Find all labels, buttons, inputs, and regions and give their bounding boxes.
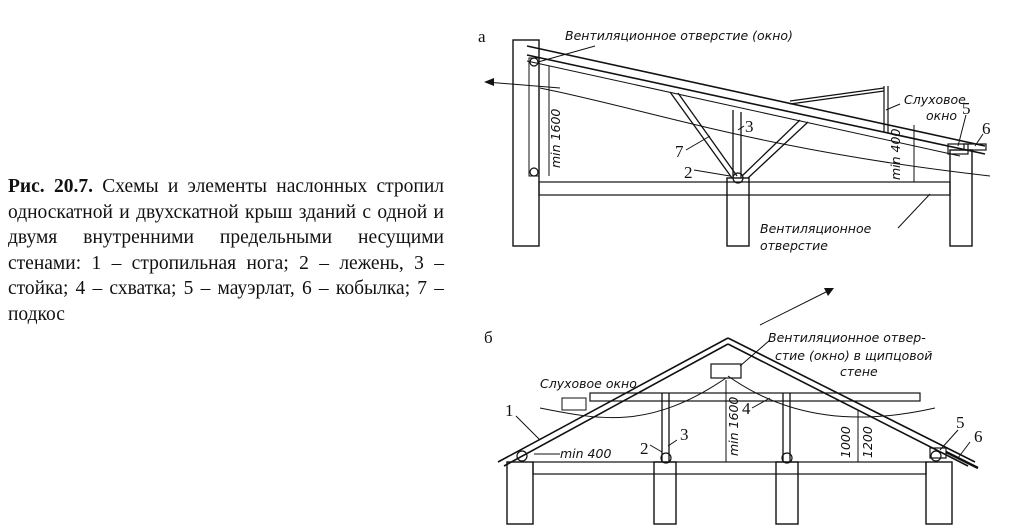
diagram-b: б min 1600 xyxy=(484,288,983,525)
num-5-b: 5 xyxy=(956,413,965,432)
label-dormer-a-line2: окно xyxy=(926,108,957,123)
collar-tie-b xyxy=(589,392,921,402)
air-flow-arrow-b xyxy=(759,289,831,326)
floor-beam-a xyxy=(538,181,951,196)
num-6-a: 6 xyxy=(982,119,991,138)
label-vent-window-a: Вентиляционное отверстие (окно) xyxy=(565,28,793,43)
rafter-left-b xyxy=(497,337,729,463)
rafter-a xyxy=(526,45,986,147)
dim-1200-b: 1200 xyxy=(860,426,875,458)
caption-text: Схемы и элементы наслонных стропил однос… xyxy=(8,176,444,325)
dormer-window-a xyxy=(789,87,885,102)
num-2-a: 2 xyxy=(684,163,693,182)
dim-min1600-a: min 1600 xyxy=(548,109,563,168)
label-vent-b-line2: стие (окно) в щипцовой xyxy=(775,348,932,363)
dim-min400-a: min 400 xyxy=(888,129,903,180)
diagram-a: а min 1600 xyxy=(478,27,991,253)
num-3-b: 3 xyxy=(680,425,689,444)
diagram-a-letter: а xyxy=(478,27,486,46)
num-6-b: 6 xyxy=(974,427,983,446)
wall-left-b xyxy=(506,461,534,525)
num-4-b: 4 xyxy=(742,399,751,418)
wall-left-a xyxy=(512,39,540,247)
gable-vent-b xyxy=(710,363,742,379)
label-vent-a-line1: Вентиляционное xyxy=(760,221,872,236)
dim-1000-b: 1000 xyxy=(838,426,853,458)
num-7-a: 7 xyxy=(675,142,684,161)
wall-right-a xyxy=(949,149,973,247)
diagram-b-letter: б xyxy=(484,328,493,347)
num-1-b: 1 xyxy=(505,401,514,420)
floor-beam-b xyxy=(532,461,927,475)
label-dormer-b: Слуховое окно xyxy=(540,376,637,391)
wall-middle-left-b xyxy=(653,461,677,525)
num-2-b: 2 xyxy=(640,439,649,458)
caption-label: Рис. 20.7. xyxy=(8,176,93,197)
kobylka-b xyxy=(945,450,979,470)
dormer-window-b xyxy=(561,397,587,411)
strut-a xyxy=(669,91,733,179)
rafter-right-b xyxy=(727,337,976,463)
wall-middle-a xyxy=(726,177,750,247)
num-3-a: 3 xyxy=(745,117,754,136)
figure-caption: Рис. 20.7. Схемы и элементы наслонных ст… xyxy=(8,174,444,327)
dim-min1600-b: min 1600 xyxy=(726,397,741,456)
wall-middle-right-b xyxy=(775,461,799,525)
label-vent-a-line2: отверстие xyxy=(760,238,828,253)
num-5-a: 5 xyxy=(962,99,971,118)
dim-min400-b: min 400 xyxy=(560,446,611,461)
label-dormer-a-line1: Слуховое xyxy=(904,92,966,107)
wall-right-b xyxy=(925,461,953,525)
label-vent-b-line1: Вентиляционное отвер- xyxy=(768,330,926,345)
air-flow-arrow-a xyxy=(485,81,561,89)
label-vent-b-line3: стене xyxy=(840,364,878,379)
